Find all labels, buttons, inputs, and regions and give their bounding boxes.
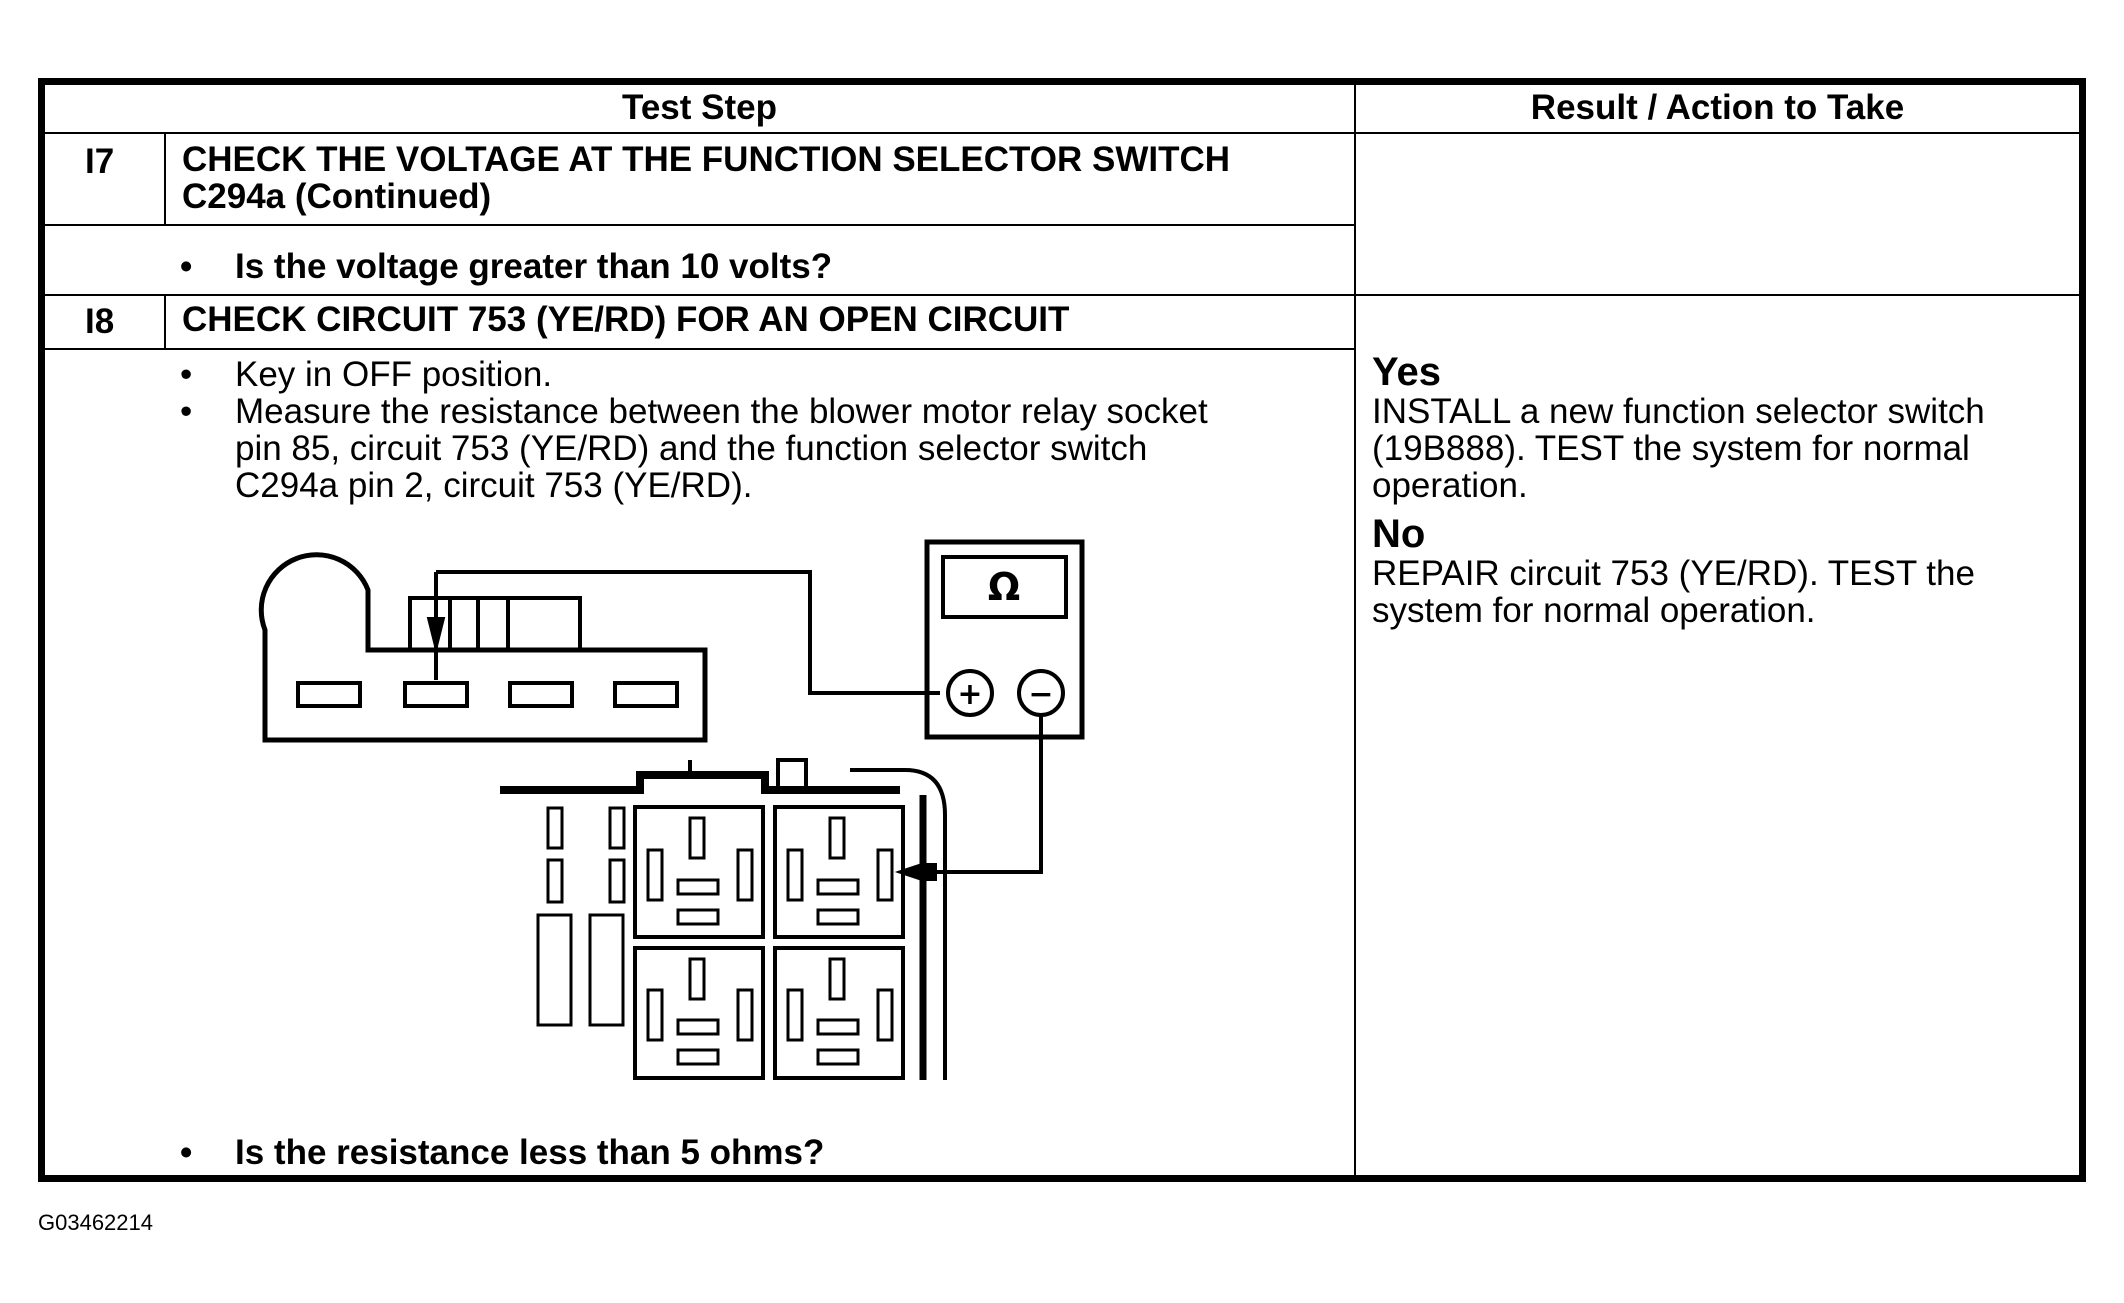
fuse-slot [608,806,626,850]
selector-switch-connector [258,552,708,743]
ohm-symbol: Ω [988,565,1020,609]
instruction-text: Key in OFF position. [235,355,553,394]
step-number-i7: I7 [85,142,115,181]
step-title-i8: CHECK CIRCUIT 753 (YE/RD) FOR AN OPEN CI… [182,300,1070,339]
instruction-text: Measure the resistance between the blowe… [235,392,1208,431]
result-yes-line: (19B888). TEST the system for normal [1372,429,1970,468]
step-number-i8: I8 [85,302,115,341]
step-title-i7-line2: C294a (Continued) [182,177,492,216]
table-frame [38,78,2086,1182]
result-no-label: No [1372,512,1426,556]
question-i8-text: Is the resistance less than 5 ohms? [235,1133,825,1172]
i7-title-rule [45,224,1355,226]
relay-socket [633,805,765,939]
fuse-slot-large [536,913,573,1027]
column-divider [1354,85,1356,1177]
fuse-slot [546,858,564,904]
step-title-i7: CHECK THE VOLTAGE AT THE FUNCTION SELECT… [182,141,1230,215]
multimeter-body [924,539,1085,740]
fuse-slot [608,858,626,904]
result-no-action: REPAIR circuit 753 (YE/RD). TEST the sys… [1372,555,2062,629]
connector-pin-slot [508,681,574,708]
relay-box-top-rail [500,771,900,794]
relay-socket [773,946,905,1080]
connector-pin-slot [296,681,362,708]
probe-tip-relay [894,863,937,881]
i8-title-rule [45,348,1355,350]
connector-top-block [408,596,582,652]
connector-pin-slot [613,681,679,708]
result-no-line: REPAIR circuit 753 (YE/RD). TEST the [1372,554,1975,593]
question-i7-text: Is the voltage greater than 10 volts? [235,247,833,286]
probe-tip [426,617,446,651]
step-title-i7-line1: CHECK THE VOLTAGE AT THE FUNCTION SELECT… [182,140,1231,179]
figure-id: G03462214 [38,1210,153,1235]
result-yes-action: INSTALL a new function selector switch (… [1372,393,2062,504]
relay-box-right-rail [850,768,947,1080]
bullet: • [180,247,193,286]
bullet: • [180,1133,193,1172]
instruction-text: pin 85, circuit 753 (YE/RD) and the func… [235,429,1148,468]
relay-box-small-tab [776,758,808,790]
relay-socket [633,946,765,1080]
relay-socket-blower-motor [773,805,905,939]
meter-lead-negative [930,715,1043,874]
bullet: • [180,392,193,431]
instruction-text: C294a pin 2, circuit 753 (YE/RD). [235,466,753,505]
plus-symbol: + [957,677,982,712]
result-yes-line: INSTALL a new function selector switch [1372,392,1985,431]
connector-pin-slot [403,681,469,708]
plus-terminal [946,669,994,717]
result-yes-line: operation. [1372,466,1528,505]
minus-symbol: − [1028,677,1053,712]
header-test-step: Test Step [622,88,777,127]
multimeter-display [941,555,1068,619]
header-bottom-rule [45,132,2079,134]
fuse-slot [546,806,564,850]
step-number-divider [164,296,166,348]
resistance-measurement-diagram: Ω + − [258,539,1085,1080]
meter-lead-positive [436,570,940,695]
result-yes-label: Yes [1372,350,1441,394]
result-no-line: system for normal operation. [1372,591,1816,630]
i7-row-bottom-rule [45,294,2079,296]
header-result-action: Result / Action to Take [1530,88,1905,127]
fuse-slot-large [588,913,625,1027]
bullet: • [180,355,193,394]
step-number-divider [164,133,166,224]
